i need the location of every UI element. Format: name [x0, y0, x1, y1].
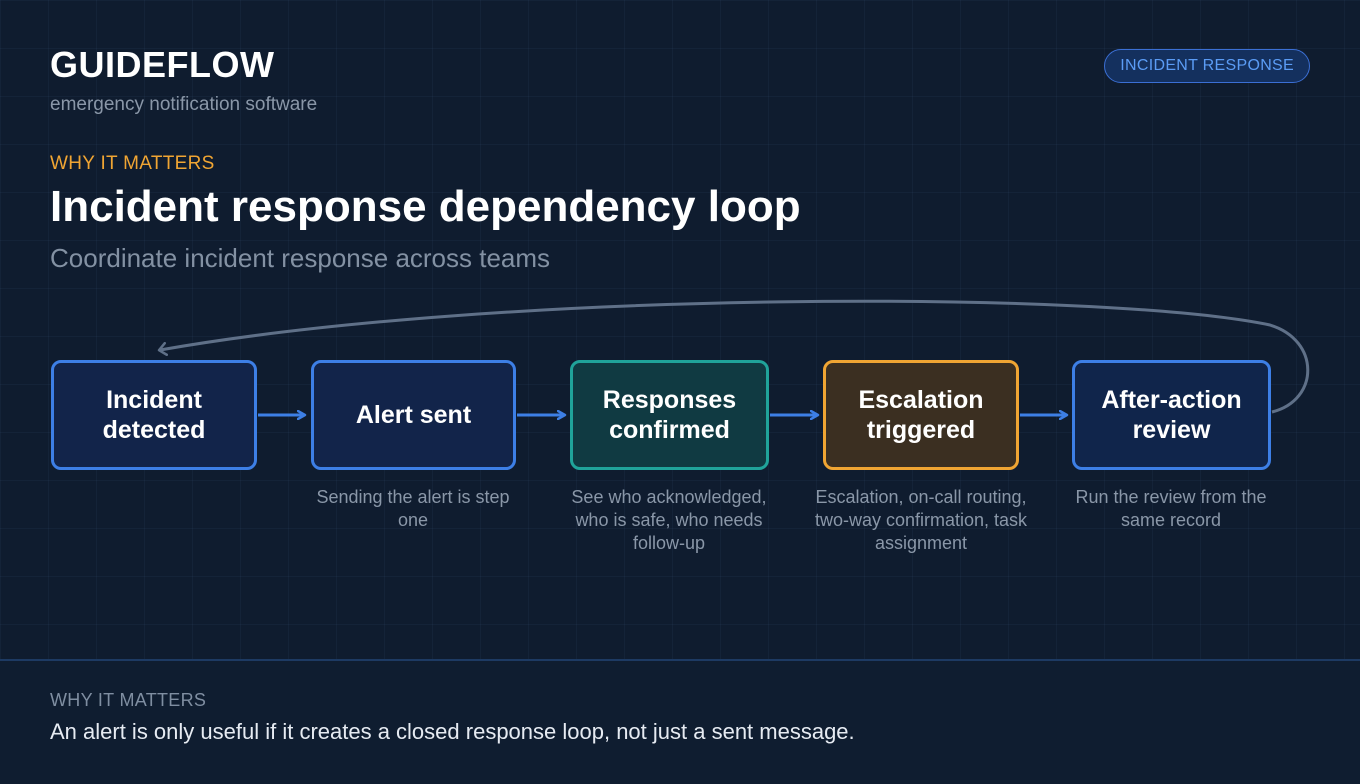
loop-back-arrow: [160, 299, 1310, 414]
footer-message: An alert is only useful if it creates a …: [50, 719, 855, 744]
category-badge: INCIDENT RESPONSE: [1104, 49, 1310, 83]
note-responses-confirmed: See who acknowledged, who is safe, who n…: [571, 487, 767, 553]
note-escalation-triggered: Escalation, on-call routing, two-way con…: [814, 487, 1028, 553]
note-alert-sent: Sending the alert is step one: [316, 487, 510, 530]
step-responses-confirmed: Responses confirmed: [570, 360, 769, 470]
footer-divider: [0, 659, 1360, 661]
section-eyebrow: WHY IT MATTERS: [50, 153, 215, 174]
brand-name: GUIDEFLOW: [50, 44, 275, 85]
footer-label: WHY IT MATTERS: [50, 690, 207, 710]
step-alert-sent: Alert sent: [311, 360, 516, 470]
footer-panel: [0, 661, 1360, 784]
step-after-action-review: After-action review: [1072, 360, 1271, 470]
note-after-action-review: Run the review from the same record: [1075, 487, 1267, 530]
brand-block: GUIDEFLOW emergency notification softwar…: [50, 44, 317, 116]
page-subtitle: Coordinate incident response across team…: [50, 243, 551, 273]
step-incident-detected: Incident detected: [51, 360, 257, 470]
page-title: Incident response dependency loop: [50, 182, 801, 231]
brand-tagline: emergency notification software: [50, 94, 318, 115]
step-escalation-triggered: Escalation triggered: [823, 360, 1019, 470]
